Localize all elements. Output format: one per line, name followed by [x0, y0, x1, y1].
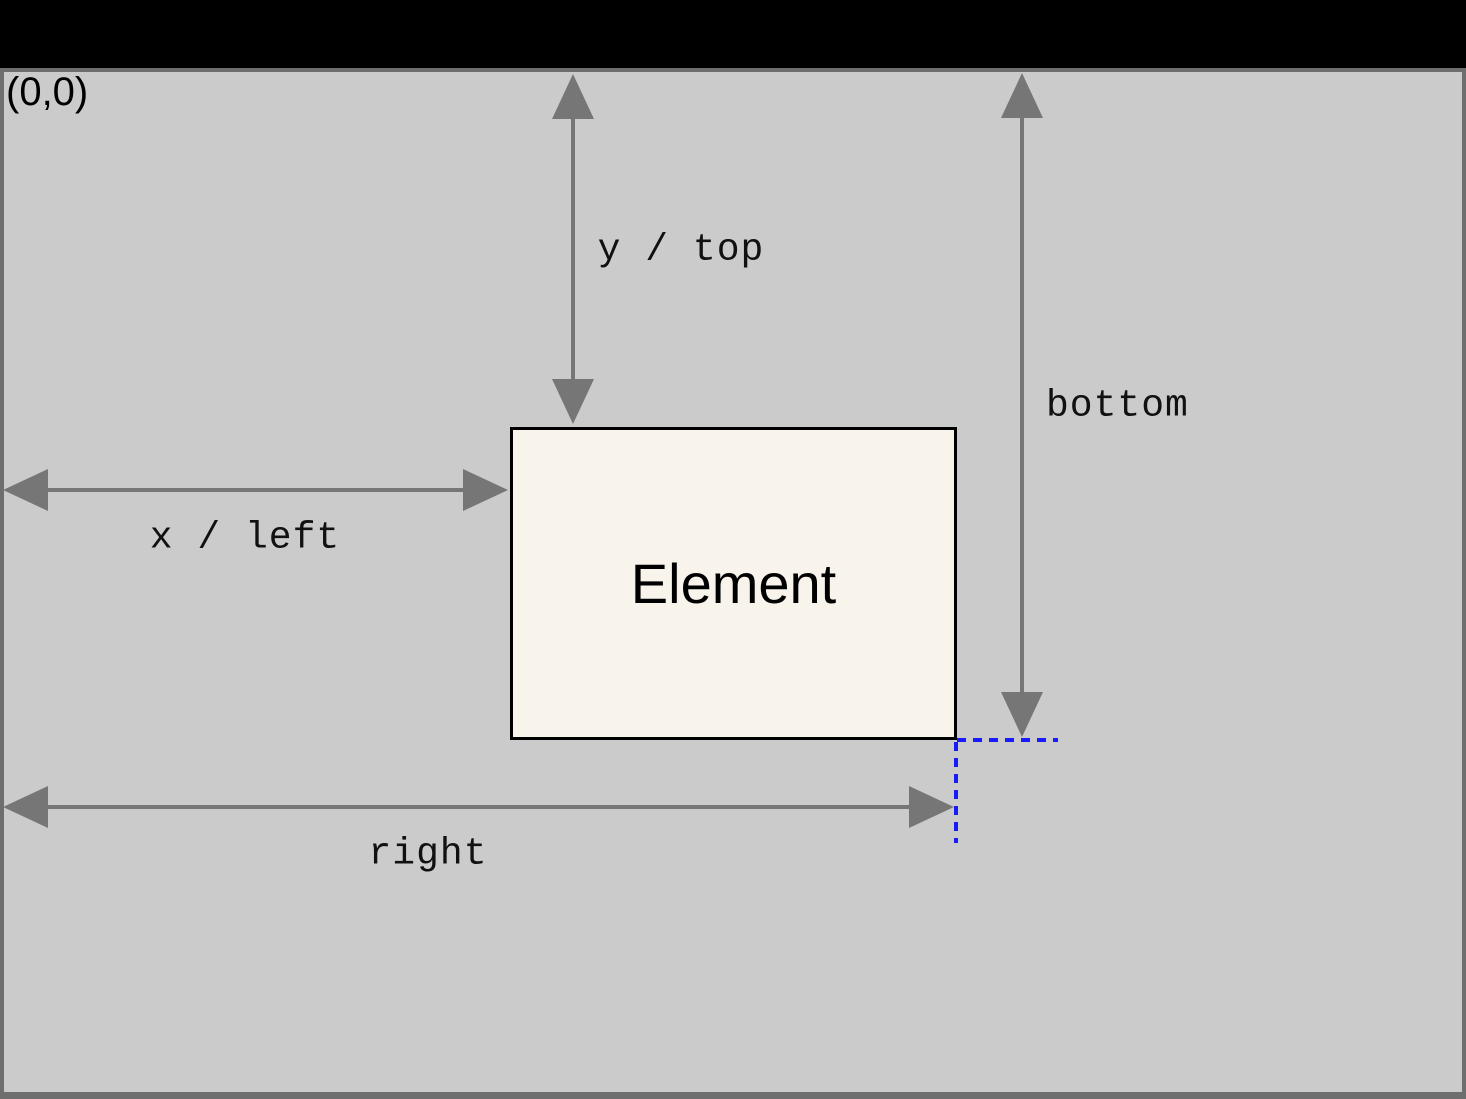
element-box: Element — [510, 427, 957, 740]
right-label: right — [368, 832, 488, 876]
y-top-label: y / top — [597, 228, 765, 272]
x-left-label: x / left — [149, 516, 341, 560]
bottom-label: bottom — [1046, 384, 1189, 428]
origin-coordinate-label: (0,0) — [6, 70, 89, 114]
element-label: Element — [630, 552, 837, 615]
window-top-bar — [0, 0, 1466, 68]
